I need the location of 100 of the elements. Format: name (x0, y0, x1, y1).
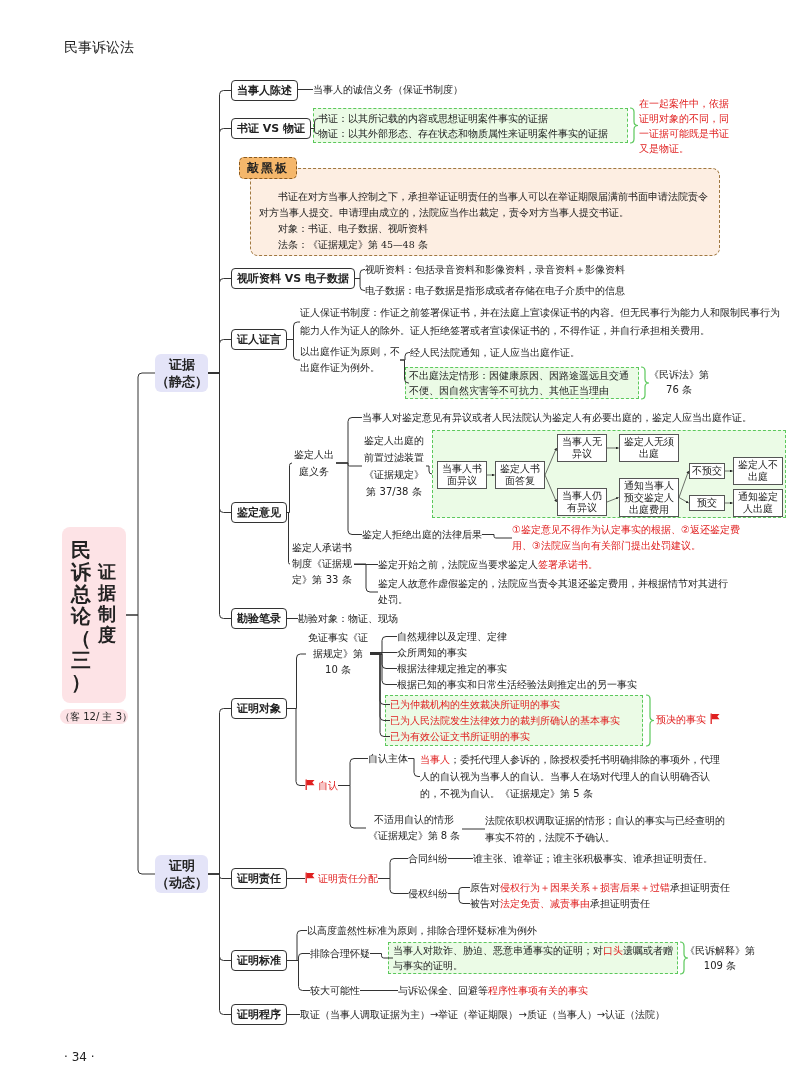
branch-text: 鉴定人出庭义务 (292, 446, 336, 480)
note-text: 法条：《证据规定》第 45—48 条 (277, 238, 429, 252)
connector-line (369, 653, 391, 737)
side-note: 预决的事实 (656, 714, 706, 725)
connector-line (286, 1014, 301, 1015)
label-box: 证明标准 (231, 950, 287, 971)
flow-box: 鉴定人无须出庭 (619, 434, 679, 462)
category-box: 证据（静态） (155, 354, 208, 392)
label-box: 鉴定意见 (231, 502, 287, 523)
page-title: 民事诉讼法 (64, 40, 134, 55)
branch-text: 自认 (318, 780, 338, 791)
branch-text: ①鉴定意见不得作为认定事实的根据、②返还鉴定费用、③法院应当向有关部门提出处罚建议。 (512, 522, 744, 554)
flow-box: 当事人无异议 (557, 434, 607, 462)
branch-text: 根据法律规定推定的事实 (397, 661, 507, 676)
branch-text: 已为有效公证文书所证明的事实 (390, 729, 530, 744)
page-number: · 34 · (64, 1050, 95, 1065)
label-box: 视听资料 VS 电子数据 (231, 268, 356, 289)
branch-text: 当事人的诚信义务（保证书制度） (313, 82, 463, 97)
highlight-box (313, 108, 628, 143)
title-box (62, 527, 126, 703)
branch-text: 证人保证书制度：作证之前签署保证书，并在法庭上宣读保证书的内容。但无民事行为能力人和限制民事行为能力人作为证人的除外。证人拒绝签署或者宣读保证书的，不得作证，并自行承担相关费用。 (300, 304, 780, 340)
connector-line (481, 534, 513, 539)
branch-text: 当事人对鉴定意见有异议或者人民法院认为鉴定人有必要出庭的，鉴定人应当出庭作证。 (362, 410, 752, 425)
branch-text: 物证：以其外部形态、存在状态和物质属性来证明案件事实的证据 (318, 126, 608, 141)
branch-text: 书证：以其所记载的内容或思想证明案件事实的证据 (318, 111, 548, 126)
flow-box: 鉴定人不出庭 (733, 457, 783, 485)
branch-text: 法院依职权调取证据的情形；自认的事实与已经查明的事实不符的，法院不予确认。 (485, 812, 725, 846)
label-box: 勘验笔录 (231, 608, 287, 629)
branch-text: 证明责任分配 (318, 873, 378, 884)
branch-text: 电子数据：电子数据是指形成或者存储在电子介质中的信息 (365, 283, 625, 298)
connector-line (286, 960, 311, 991)
label-box: 当事人陈述 (231, 80, 298, 101)
connector-line (354, 278, 366, 291)
branch-text: 较大可能性 (310, 983, 360, 998)
category-box: 证明（动态） (155, 855, 208, 893)
branch-text: 免证事实《证据规定》第 10 条 (306, 630, 370, 678)
connector-line (399, 359, 410, 384)
branch-text: 取证（当事人调取证据为主）→举证（举证期限）→质证（当事人）→认证（法院） (300, 1007, 666, 1022)
branch-text: 鉴定开始之前，法院应当要求鉴定人签署承诺书。 (378, 557, 598, 572)
label-box: 证人证言 (231, 329, 287, 350)
label-box: 书证 VS 物证 (231, 118, 312, 139)
branch-text: 已为人民法院发生法律效力的裁判所确认的基本事实 (390, 713, 620, 728)
label-box: 证明程序 (231, 1004, 287, 1025)
side-note: 《民诉解释》第 109 条 (684, 944, 756, 973)
highlight-box (385, 695, 643, 746)
connector-line (207, 372, 232, 619)
note-text: 对象：书证、电子数据、视听资料 (277, 222, 429, 236)
branch-text: 原告对侵权行为＋因果关系＋损害后果＋过错承担证明责任 (470, 880, 730, 895)
connector-line (369, 953, 394, 959)
branch-text: 鉴定人承诺书制度《证据规定》第 33 条 (290, 540, 354, 588)
branch-text: 众所周知的事实 (397, 645, 467, 660)
note-text: 书证在对方当事人控制之下，承担举证证明责任的当事人可以在举证期限届满前书面申请法院责令对方当事人提交。申请理由成立的，法院应当作出裁定，责令对方当事人提交书证。 (259, 190, 709, 220)
connector-line (286, 339, 301, 361)
side-note: 《民诉法》第 76 条 (648, 368, 710, 397)
connector-line (461, 828, 486, 830)
connector-line (359, 990, 399, 991)
score-note: （客 12/ 主 3） (60, 709, 128, 724)
branch-text: 排除合理怀疑 (310, 946, 370, 961)
branch-text: 自认主体 (368, 751, 408, 766)
label-box: 证明责任 (231, 868, 287, 889)
title-text: 证据制度 (98, 561, 116, 645)
flow-box: 通知鉴定人出庭 (733, 489, 783, 517)
branch-text: 以出庭作证为原则，不出庭作证为例外。 (300, 344, 400, 376)
connector-line (377, 878, 409, 894)
branch-text: 鉴定人故意作虚假鉴定的，法院应当责令其退还鉴定费用，并根据情节对其进行处罚。 (378, 576, 733, 608)
branch-text: 不适用自认的情形《证据规定》第 8 条 (366, 812, 462, 844)
branch-text: 鉴定人出庭的前置过滤装置《证据规定》第 37/38 条 (362, 432, 426, 500)
connector-line (447, 858, 474, 859)
connector-line (425, 465, 433, 475)
branch-text: 谁主张、谁举证；谁主张积极事实、谁承担证明责任。 (473, 851, 713, 866)
flow-box: 预交 (689, 495, 725, 511)
side-note: 在一起案件中，依据证明对象的不同，同一证据可能既是书证又是物证。 (639, 97, 730, 156)
branch-text: 当事人；委托代理人参诉的，除授权委托书明确排除的事项外，代理人的自认视为当事人的自认。当事人在场对代理人的自认明确否认的，不视为自认。《证据规定》第 5 条 (420, 751, 725, 802)
branch-text: 鉴定人拒绝出庭的法律后果 (362, 527, 482, 542)
connector-line (286, 462, 293, 513)
connector-line (369, 652, 398, 653)
branch-text: 自然规律以及定理、定律 (397, 629, 507, 644)
branch-text: 已为仲裁机构的生效裁决所证明的事实 (390, 697, 560, 712)
branch-text: 不出庭法定情形：因健康原因、因路途遥远且交通不便、因自然灾害等不可抗力、其他正当理由 (409, 368, 637, 398)
connector-line (297, 89, 314, 90)
branch-text: 勘验对象：物证、现场 (298, 611, 398, 626)
branch-text: 与诉讼保全、回避等程序性事项有关的事实 (398, 983, 588, 998)
heading-tab: 敲黑板 (239, 157, 297, 179)
highlight-box (432, 430, 786, 518)
connector-line (447, 893, 471, 904)
flow-box: 当事人书面异议 (437, 461, 487, 489)
branch-text: 经人民法院通知，证人应当出庭作证。 (410, 345, 580, 360)
connector-line (286, 618, 299, 619)
flow-box: 通知当事人预交鉴定人出庭费用 (619, 478, 679, 517)
connector-line (286, 512, 291, 565)
branch-text: 当事人对欺诈、胁迫、恶意串通事实的证明；对口头遗嘱或者赠与事实的证明。 (393, 943, 675, 973)
connector-line (407, 758, 421, 777)
connector-line (310, 128, 319, 134)
branch-text: 视听资料：包括录音资料和影像资料，录音资料＋影像资料 (365, 262, 625, 277)
connector-line (286, 878, 306, 879)
flow-box: 不预交 (689, 463, 725, 479)
connector-line (125, 614, 156, 875)
flow-box: 鉴定人书面答复 (495, 461, 545, 489)
title-text: 民诉总论（三） (71, 539, 91, 693)
branch-text: 根据已知的事实和日常生活经验法则推定出的另一事实 (397, 677, 637, 692)
